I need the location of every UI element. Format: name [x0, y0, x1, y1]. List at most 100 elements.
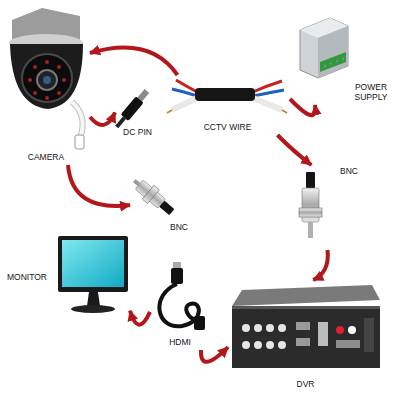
cctv-wire-illustration [253, 90, 284, 96]
dvr-illustration [232, 306, 380, 309]
camera-ir-leds [45, 60, 49, 64]
hdmi-cable-illustration [173, 262, 181, 268]
component-label: MONITOR [7, 273, 47, 283]
dvr-illustration [232, 306, 380, 368]
camera-ir-leds [28, 78, 32, 82]
component-node: CCTV WIRE [165, 75, 290, 135]
dvr-illustration [278, 341, 286, 349]
connector-arrow [278, 135, 312, 165]
component-label: HDMI [169, 338, 191, 348]
dvr-illustration [232, 285, 380, 368]
dc-pin-illustration [121, 96, 144, 121]
component-node: DVR [228, 280, 383, 392]
dvr-illustration [242, 341, 250, 349]
monitor-illustration [62, 240, 124, 287]
power-supply-illustration [330, 62, 332, 64]
hdmi-cable-illustration [171, 268, 183, 284]
bnc-illustration [299, 172, 322, 238]
camera-plug [75, 135, 84, 149]
connector-arrow [201, 347, 228, 362]
connector-arrow [90, 47, 178, 75]
dc-pin-illustration [138, 89, 150, 101]
hdmi-cable-illustration [159, 262, 205, 330]
camera-ir-leds [57, 65, 61, 69]
monitor-illustration [71, 305, 115, 313]
camera-ir-leds [45, 96, 49, 100]
power-supply-illustration [342, 58, 344, 60]
power-supply-illustration [324, 58, 344, 68]
component-node: BNC [130, 175, 190, 235]
dvr-illustration [254, 341, 262, 349]
cctv-wire-illustration [172, 89, 197, 96]
bnc-illustration [299, 208, 322, 217]
bnc-illustration [306, 172, 315, 188]
component-node: DC PIN [115, 85, 160, 140]
bnc-illustration [308, 222, 313, 238]
connector-arrow [130, 311, 150, 325]
component-node: MONITOR [5, 230, 130, 325]
camera-dome [10, 44, 83, 109]
dvr-illustration [266, 324, 274, 332]
dvr-illustration [336, 340, 360, 348]
camera-ir-leds [33, 65, 37, 69]
power-supply-illustration [300, 18, 348, 78]
bnc-illustration [135, 180, 166, 208]
connector-arrow [68, 165, 130, 206]
component-label: DVR [297, 380, 315, 390]
cctv-wire-illustration [167, 80, 287, 113]
dvr-illustration [242, 324, 250, 332]
connector-arrow [313, 250, 328, 280]
dvr-illustration [348, 326, 356, 334]
camera-lens-glass [43, 76, 51, 84]
monitor-illustration [58, 236, 128, 313]
power-supply-illustration [318, 26, 348, 78]
connector-arrow [90, 113, 115, 126]
bnc-illustration [159, 201, 174, 215]
bnc-illustration [133, 179, 140, 186]
hdmi-cable-illustration [194, 316, 205, 330]
dvr-illustration [364, 318, 374, 352]
dvr-illustration [266, 341, 274, 349]
dvr-illustration [318, 322, 328, 346]
cctv-wire-illustration [195, 88, 255, 101]
dvr-illustration [232, 285, 380, 306]
component-label: DC PIN [123, 128, 152, 138]
camera-face [22, 54, 72, 102]
cctv-wire-illustration [167, 110, 172, 113]
camera-cable [72, 102, 83, 138]
camera-ir-leds [62, 78, 66, 82]
cctv-wire-illustration [282, 110, 287, 113]
bnc-illustration [129, 174, 178, 219]
cctv-wire-illustration [172, 98, 197, 110]
camera-lens [37, 70, 57, 90]
component-label: POWER SUPPLY [349, 83, 393, 103]
monitor-illustration [87, 292, 100, 306]
component-node: POWER SUPPLY [295, 15, 395, 105]
power-supply-illustration [300, 18, 348, 78]
dvr-illustration [296, 322, 310, 330]
monitor-illustration [58, 236, 128, 292]
component-node: BNC [295, 165, 360, 250]
dvr-illustration [296, 338, 310, 346]
power-supply-illustration [320, 52, 346, 72]
hdmi-cable-illustration [159, 284, 198, 326]
dc-pin-illustration [113, 88, 151, 130]
dvr-illustration [336, 326, 344, 334]
camera-ir-leds [28, 60, 66, 100]
component-node: CAMERA [2, 5, 90, 165]
camera-illustration [9, 8, 84, 149]
component-label: CCTV WIRE [204, 123, 252, 133]
power-supply-illustration [336, 60, 338, 62]
dc-pin-illustration [115, 117, 126, 129]
camera-cable [72, 102, 83, 138]
component-label: BNC [340, 167, 358, 177]
component-label: BNC [170, 223, 188, 233]
component-label: CAMERA [28, 153, 64, 163]
cctv-wire-illustration [253, 98, 282, 110]
camera-ir-leds [57, 91, 61, 95]
bnc-illustration [142, 185, 159, 203]
connector-arrow [290, 99, 315, 115]
